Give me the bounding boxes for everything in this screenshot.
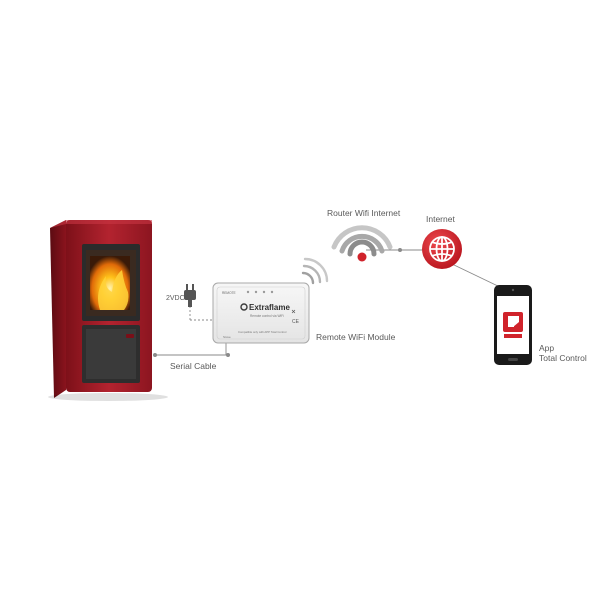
wifi-signal-icon: [301, 257, 329, 285]
extraflame-logo-icon: [240, 303, 248, 311]
app-label: App: [539, 343, 554, 353]
internet-label: Internet: [426, 214, 455, 224]
module-bottom-text: Compatible only with APP Total Control: [238, 330, 287, 334]
app-sublabel: Total Control: [539, 353, 587, 363]
remote-wifi-module: REMOTE Extraflame Remote control via WiF…: [212, 282, 310, 344]
remote-module-label: Remote WiFi Module: [316, 332, 396, 342]
router-label: Router Wifi Internet: [327, 208, 401, 218]
power-label: 2VDC: [166, 295, 185, 302]
power-plug-icon: [184, 284, 196, 307]
pellet-stove: [48, 220, 168, 401]
router-wifi-icon: [331, 225, 393, 262]
module-status-text: REMOTE: [222, 291, 236, 295]
module-corner-label: Stove: [223, 335, 231, 339]
ce-mark: CE: [292, 319, 300, 325]
app-logo-icon: [503, 312, 523, 338]
smartphone-icon: [494, 285, 532, 365]
serial-cable-label: Serial Cable: [170, 361, 217, 371]
globe-icon: [422, 229, 462, 269]
module-brand: Extraflame: [249, 303, 290, 312]
module-tagline: Remote control via WiFi: [250, 314, 284, 318]
